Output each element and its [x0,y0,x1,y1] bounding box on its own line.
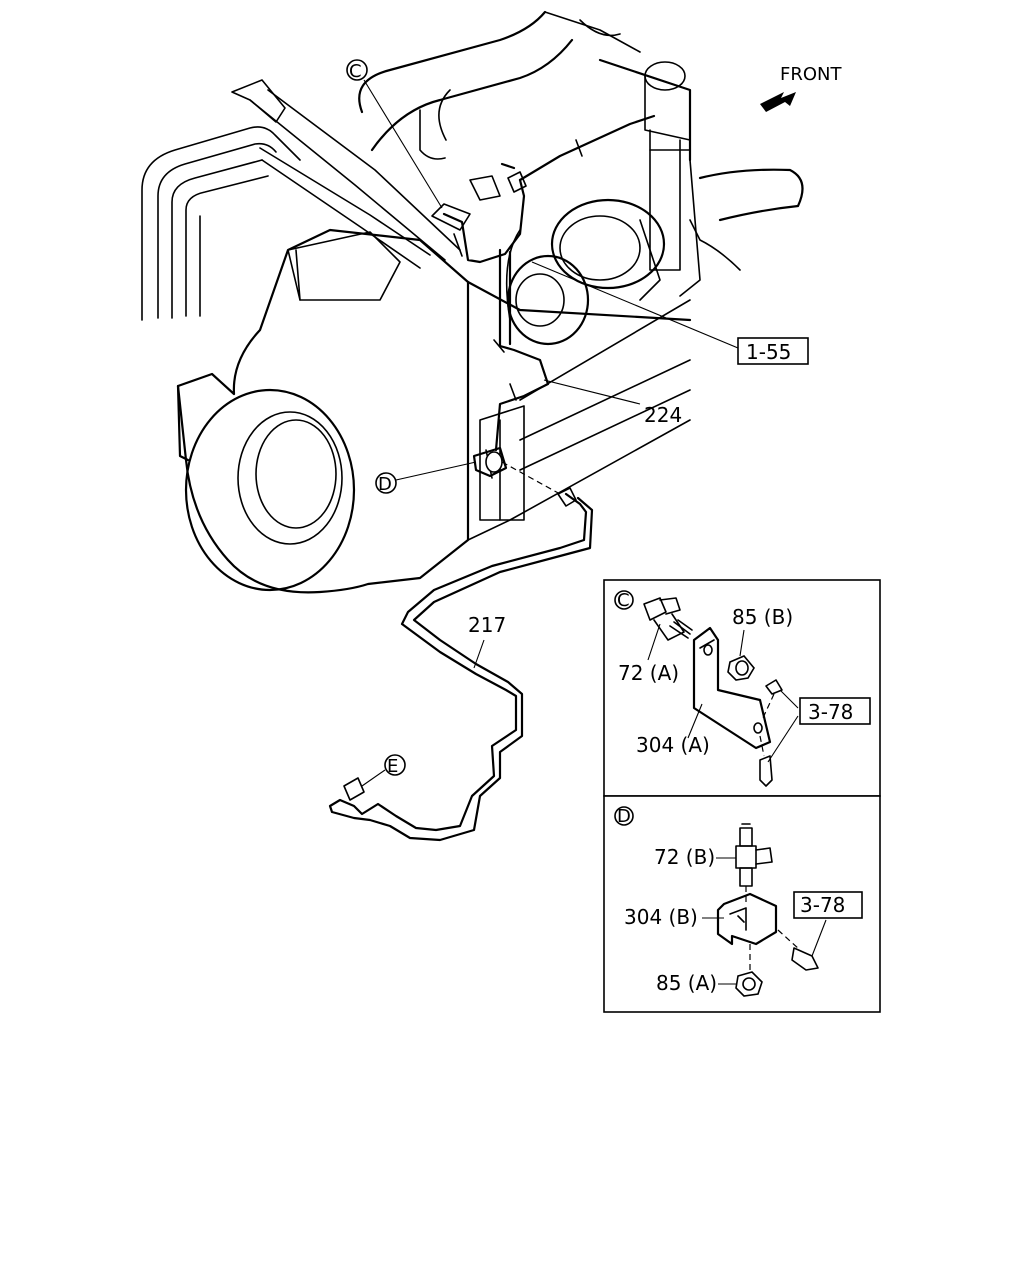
part-304a-label: 304 (A) [636,733,710,757]
front-indicator: FRONT [760,64,842,112]
ref-3-78-c-label: 3-78 [808,700,853,724]
callout-1-55: 1-55 [531,261,809,365]
callout-d: D [375,461,477,495]
callout-e-letter: E [387,756,398,777]
callout-e: E [361,754,406,787]
front-arrow-icon [760,92,796,112]
ref-box-3-78-d [793,891,863,919]
callout-c: C [346,59,443,209]
ref-3-78-d-label: 3-78 [800,893,845,917]
ref-box-1-55 [737,337,809,365]
detail-c-tag: C [617,590,630,611]
part-217-label: 217 [468,613,506,637]
part-85a-label: 85 (A) [656,971,717,995]
part-304b-label: 304 (B) [624,905,698,929]
ref-1-55-label: 1-55 [746,340,791,364]
callout-c-letter: C [349,61,362,82]
callout-217: 217 [468,613,506,669]
part-85b-label: 85 (B) [732,605,793,629]
ref-box-3-78-c [799,697,871,725]
part-72b-label: 72 (B) [654,845,715,869]
callout-224: 224 [543,379,682,427]
oil-piping [328,114,656,842]
part-224-label: 224 [644,403,682,427]
part-72a-label: 72 (A) [618,661,679,685]
callout-d-letter: D [378,474,392,495]
detail-d-tag: D [617,806,631,827]
detail-d-panel: D 72 (B) 304 (B) 85 (A) 3-78 [603,795,881,1013]
detail-c-panel: C 72 (A) 304 (A) 85 (B) 3-78 [603,579,881,797]
engine-illustration [141,10,804,594]
front-label: FRONT [780,64,842,85]
